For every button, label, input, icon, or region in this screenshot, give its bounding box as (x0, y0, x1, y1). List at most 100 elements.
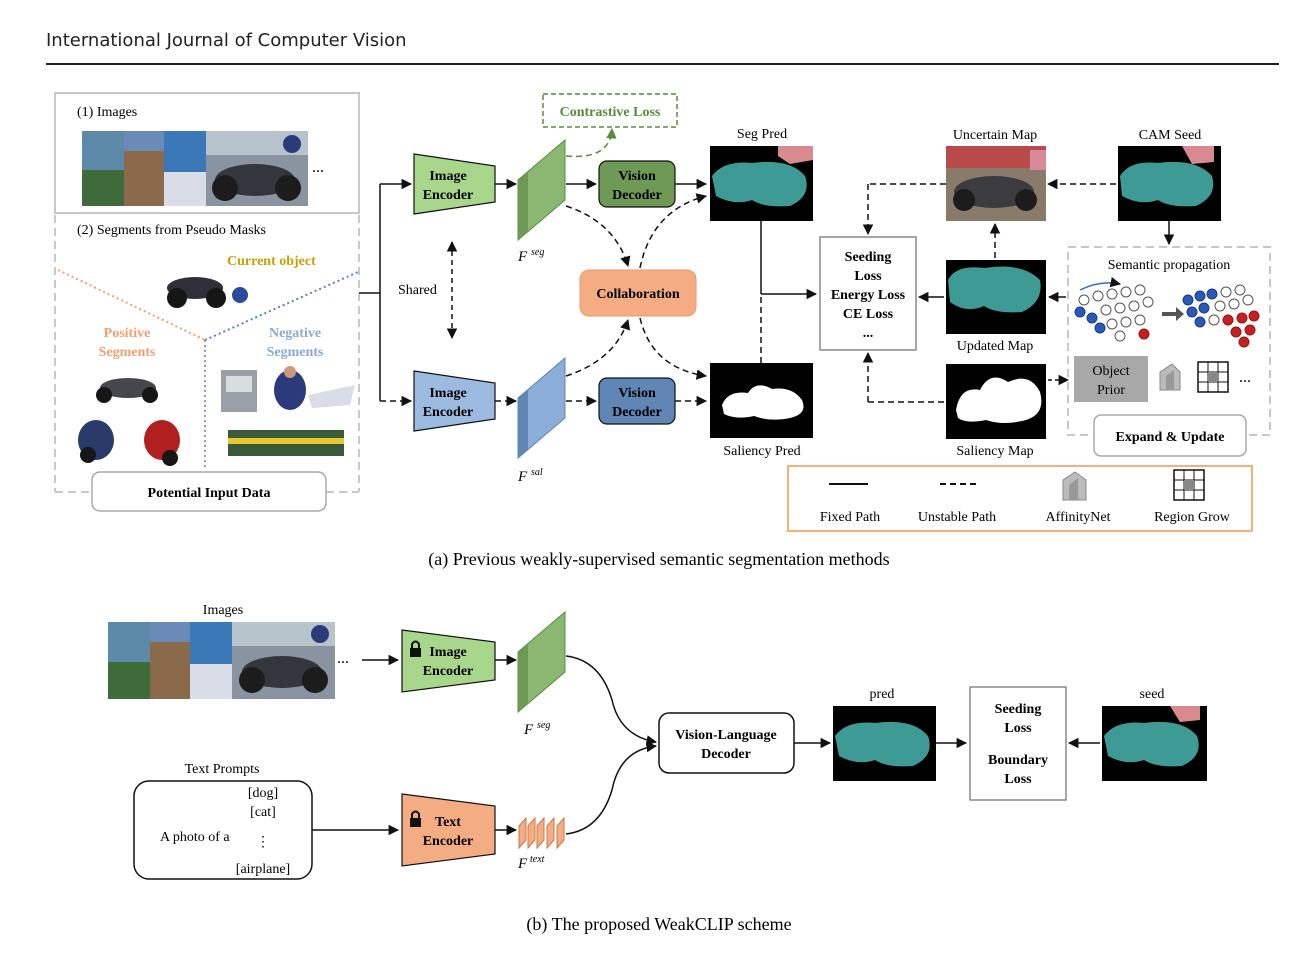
caption-a: (a) Previous weakly-supervised semantic … (428, 549, 889, 570)
text-prompts-label: Text Prompts (185, 762, 260, 777)
updated-map-label: Updated Map (957, 339, 1034, 354)
negative-segments-label-1: Negative (269, 326, 321, 341)
lock-icon-text-encoder (410, 810, 421, 827)
shared-label: Shared (398, 283, 437, 298)
feature-map-sal: F sal (517, 356, 566, 485)
image-encoder-sal-label-1: Image (429, 386, 466, 401)
image-encoder-sal: Image Encoder (413, 370, 496, 432)
pred-label: pred (870, 687, 895, 702)
legend-affinitynet: AffinityNet (1045, 510, 1110, 525)
images-b-label: Images (203, 603, 243, 618)
collaboration-label: Collaboration (596, 287, 679, 302)
vision-language-decoder: Vision-Language Decoder (658, 712, 795, 774)
loss-b-line-1: Seeding (995, 702, 1042, 717)
potential-input-data-label: Potential Input Data (148, 486, 271, 501)
vision-decoder-sal: Vision Decoder (598, 377, 676, 425)
segments-label: (2) Segments from Pseudo Masks (77, 223, 266, 238)
prompt-class-vdots: ⋮ (256, 835, 270, 850)
updated-map-mask (946, 260, 1046, 334)
semantic-propagation-label: Semantic propagation (1108, 258, 1230, 273)
image-encoder-b: Image Encoder (401, 629, 496, 693)
positive-segments-label-2: Segments (99, 345, 156, 360)
loss-box-b: Seeding Loss Boundary Loss (969, 686, 1067, 801)
collaboration-box: Collaboration (579, 269, 697, 317)
legend-affinitynet-icon (1062, 471, 1087, 501)
prompt-class-dog: [dog] (248, 786, 278, 801)
image-encoder-b-label-1: Image (429, 645, 466, 660)
image-encoder-seg-label-2: Encoder (423, 188, 474, 203)
contrastive-loss-box: Contrastive Loss (542, 93, 678, 128)
saliency-pred-mask (710, 363, 813, 438)
prompt-class-airplane: [airplane] (236, 862, 290, 877)
f-seg-sup: seg (531, 247, 544, 258)
legend-fixed-path: Fixed Path (820, 510, 880, 525)
prompt-class-cat: [cat] (250, 805, 276, 820)
f-seg-b-sup: seg (537, 720, 550, 731)
text-encoder: Text Encoder (401, 793, 496, 867)
cam-seed-mask (1118, 146, 1221, 221)
pred-mask (833, 706, 936, 781)
f-text-sup: text (530, 854, 545, 865)
legend-region-grow-icon (1173, 469, 1205, 501)
f-seg-b-label: F (523, 722, 534, 738)
images-label: (1) Images (77, 105, 137, 120)
cam-seed-label: CAM Seed (1139, 128, 1202, 143)
f-text-label: F (517, 856, 528, 872)
seg-pred-mask (710, 146, 813, 221)
legend-unstable-path: Unstable Path (918, 510, 996, 525)
prompt-prefix: A photo of a (160, 830, 230, 845)
images-ellipsis: ... (312, 159, 324, 176)
current-object-motorcycle-icon (167, 277, 248, 308)
vision-decoder-sal-label-2: Decoder (612, 405, 662, 420)
loss-box-a: Seeding Loss Energy Loss CE Loss ... (819, 236, 917, 351)
loss-a-line-2: Loss (854, 269, 882, 284)
contrastive-loss-label: Contrastive Loss (560, 105, 661, 120)
text-feature-stack: F text (517, 816, 565, 872)
legend-box: Fixed Path Unstable Path AffinityNet Reg… (787, 465, 1253, 532)
vision-decoder-seg: Vision Decoder (598, 160, 676, 208)
input-image-strip-b (108, 622, 335, 699)
feature-map-seg: F seg (517, 138, 566, 265)
legend-region-grow: Region Grow (1154, 510, 1231, 525)
uncertain-map-label: Uncertain Map (953, 128, 1037, 143)
negative-segment-thumbnails (221, 366, 355, 456)
images-b-ellipsis: ... (337, 650, 349, 667)
feature-map-seg-b: F seg (517, 610, 566, 738)
seg-pred-label: Seg Pred (737, 127, 787, 142)
f-seg-label: F (517, 249, 528, 265)
tools-ellipsis: ... (1239, 369, 1251, 386)
journal-title: International Journal of Computer Vision (46, 30, 407, 51)
loss-a-line-4: CE Loss (843, 307, 894, 322)
header-rule (46, 63, 1279, 65)
object-prior-label-1: Object (1092, 364, 1129, 379)
text-prompts-box: A photo of a [dog] [cat] ⋮ [airplane] (133, 780, 313, 880)
lock-icon-image-encoder (410, 640, 421, 657)
negative-segments-label-2: Segments (267, 345, 324, 360)
expand-update-label: Expand & Update (1116, 430, 1225, 445)
loss-b-line-3: Boundary (988, 753, 1048, 768)
loss-a-line-3: Energy Loss (831, 288, 906, 303)
loss-a-line-1: Seeding (845, 250, 892, 265)
image-encoder-seg-label-1: Image (429, 169, 466, 184)
seed-label: seed (1140, 687, 1165, 702)
image-encoder-sal-label-2: Encoder (423, 405, 474, 420)
expand-update-panel: Semantic propagation (1067, 246, 1271, 457)
loss-b-line-4: Loss (1004, 772, 1032, 787)
input-image-strip (82, 131, 308, 206)
affinitynet-icon (1159, 363, 1181, 391)
image-encoder-seg: Image Encoder (413, 153, 496, 215)
positive-segment-thumbnails (78, 378, 180, 466)
uncertain-map-image (946, 146, 1046, 221)
saliency-map-mask (946, 364, 1046, 439)
object-prior-label-2: Prior (1097, 383, 1125, 398)
saliency-pred-label: Saliency Pred (723, 444, 800, 459)
image-encoder-b-label-2: Encoder (423, 664, 474, 679)
vision-decoder-seg-label-1: Vision (618, 169, 656, 184)
seed-mask (1102, 706, 1207, 781)
vl-decoder-label-2: Decoder (701, 747, 751, 762)
saliency-map-label: Saliency Map (956, 444, 1033, 459)
vision-decoder-seg-label-2: Decoder (612, 188, 662, 203)
loss-b-line-2: Loss (1004, 721, 1032, 736)
loss-a-line-5: ... (863, 326, 874, 341)
